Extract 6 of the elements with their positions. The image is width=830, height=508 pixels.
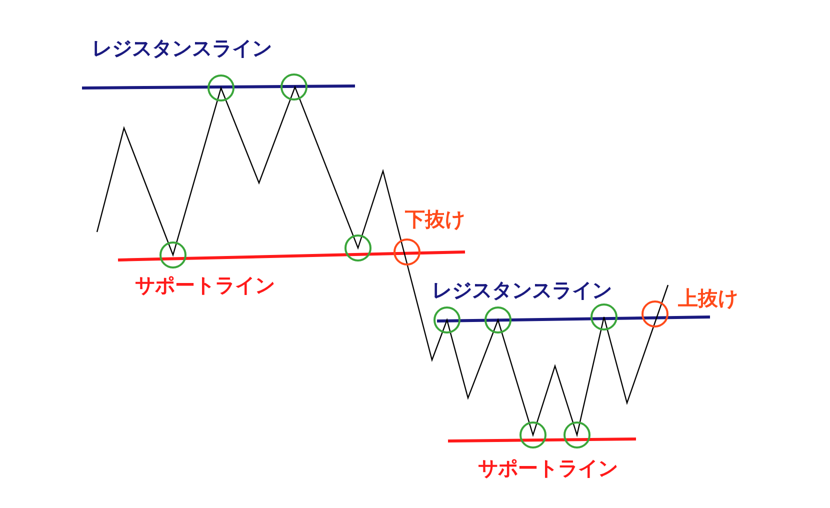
breakout-label: 上抜け (678, 288, 738, 308)
line-label: レジスタンスライン (432, 280, 612, 300)
line-label: サポートライン (478, 458, 618, 478)
breakout-label: 下抜け (405, 209, 465, 229)
line-label: レジスタンスライン (92, 38, 272, 58)
line-label: サポートライン (135, 275, 275, 295)
